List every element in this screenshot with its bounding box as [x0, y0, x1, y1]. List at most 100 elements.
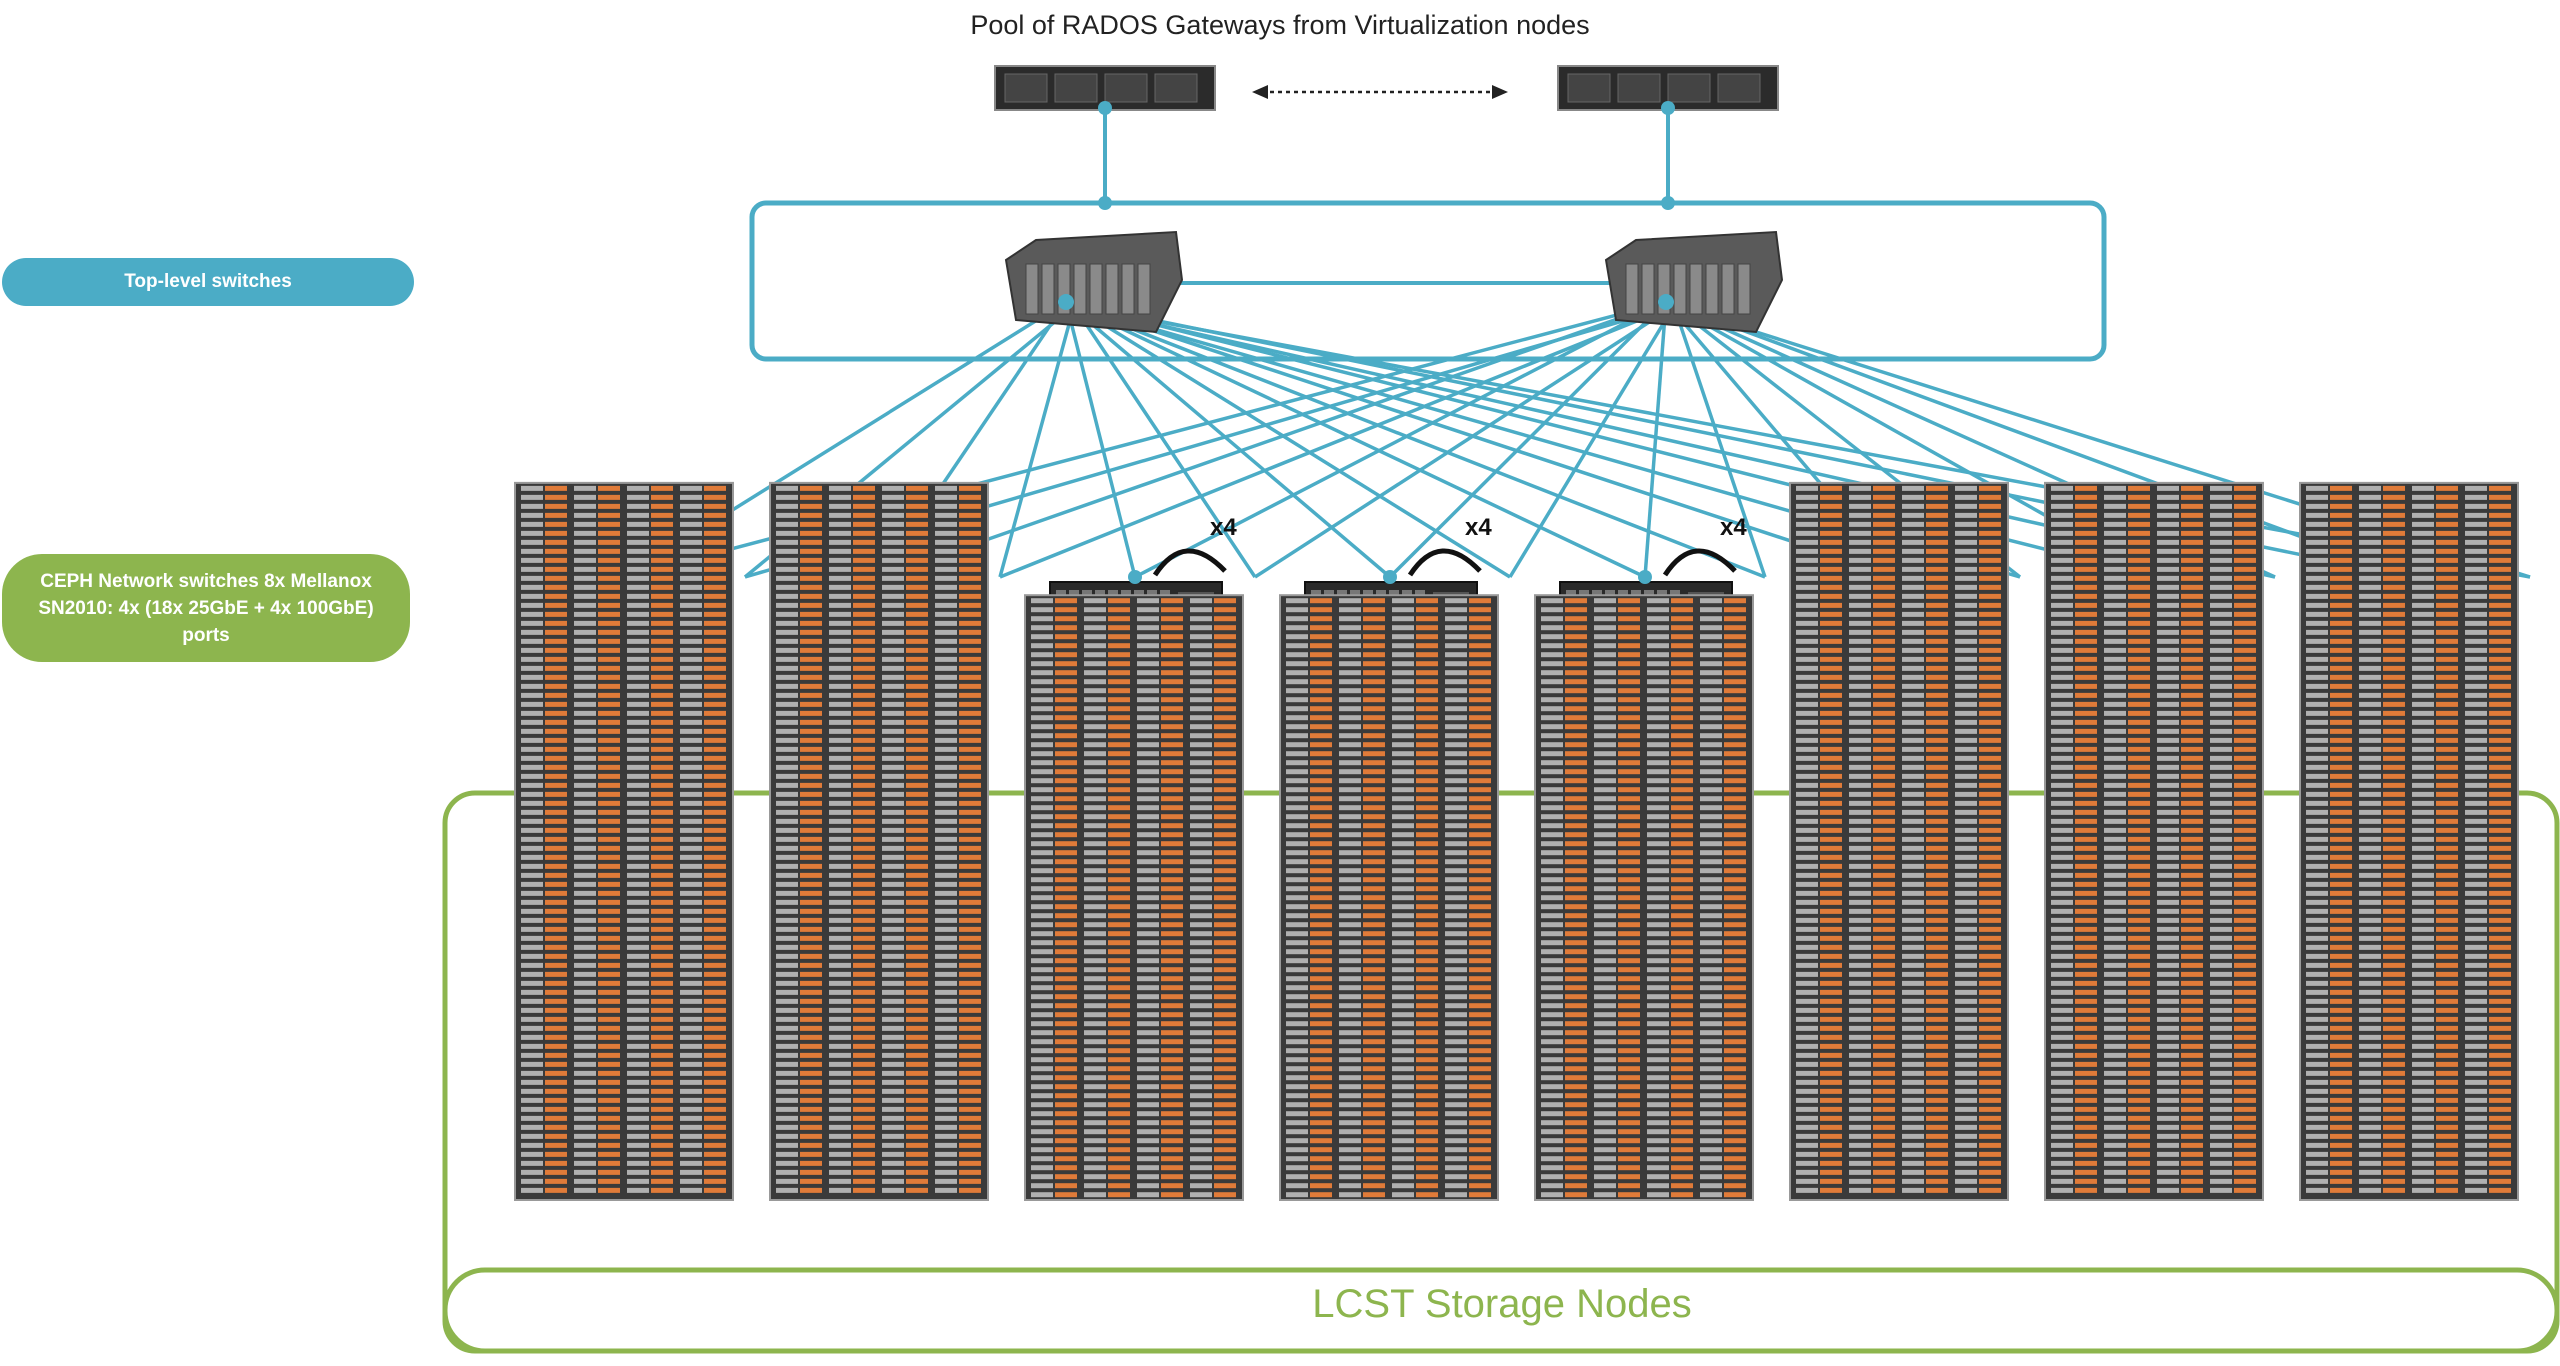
drive-bay	[1565, 1102, 1587, 1107]
drive-bay	[2104, 954, 2126, 959]
drive-bay	[1541, 598, 1563, 603]
drive-bay	[598, 1008, 620, 1013]
drive-bay	[853, 1098, 875, 1103]
drive-bay	[1339, 1120, 1361, 1125]
drive-bay	[1469, 805, 1491, 810]
drive-bay	[2234, 675, 2256, 680]
drive-bay	[1618, 922, 1640, 927]
drive-bay	[1926, 594, 1948, 599]
drive-bay	[1445, 1129, 1467, 1134]
drive-bay	[1108, 715, 1130, 720]
drive-bay	[651, 891, 673, 896]
drive-bay	[2234, 927, 2256, 932]
drive-bay	[935, 657, 957, 662]
drive-bay	[2157, 747, 2179, 752]
drive-bay	[1873, 747, 1895, 752]
drive-bay	[2210, 495, 2232, 500]
drive-bay	[1310, 1057, 1332, 1062]
drive-bay	[1055, 1156, 1077, 1161]
drive-bay	[1926, 774, 1948, 779]
drive-bay	[1031, 1156, 1053, 1161]
drive-bay	[1671, 1084, 1693, 1089]
drive-bay	[906, 774, 928, 779]
drive-bay	[651, 783, 673, 788]
drive-bay	[1618, 1156, 1640, 1161]
drive-bay	[906, 693, 928, 698]
drive-bay	[2104, 927, 2126, 932]
drive-bay	[776, 918, 798, 923]
drive-bay	[1671, 859, 1693, 864]
drive-bay	[906, 891, 928, 896]
drive-bay	[853, 1026, 875, 1031]
drive-bay	[1055, 832, 1077, 837]
drive-bay	[704, 639, 726, 644]
drive-bay	[2075, 756, 2097, 761]
drive-bay	[829, 648, 851, 653]
drive-bay	[1796, 1008, 1818, 1013]
drive-bay	[545, 765, 567, 770]
drive-bay	[1339, 706, 1361, 711]
drive-bay	[829, 612, 851, 617]
drive-bay	[2075, 1179, 2097, 1184]
drive-bay	[2234, 1053, 2256, 1058]
drive-bay	[800, 738, 822, 743]
drive-bay	[800, 747, 822, 752]
drive-bay	[1339, 859, 1361, 864]
drive-bay	[1286, 904, 1308, 909]
drive-bay	[1849, 1170, 1871, 1175]
drive-bay	[2075, 675, 2097, 680]
drive-bay	[1190, 796, 1212, 801]
drive-bay	[1339, 1138, 1361, 1143]
drive-bay	[1108, 697, 1130, 702]
drive-bay	[2210, 801, 2232, 806]
drive-bay	[627, 1008, 649, 1013]
drive-bay	[704, 945, 726, 950]
drive-bay	[2075, 1035, 2097, 1040]
drive-bay	[651, 1071, 673, 1076]
drive-bay	[1647, 868, 1669, 873]
drive-bay	[882, 1026, 904, 1031]
drive-bay	[2210, 945, 2232, 950]
drive-bay	[1108, 1066, 1130, 1071]
drive-bay	[1469, 913, 1491, 918]
drive-bay	[1339, 1003, 1361, 1008]
drive-bay	[1286, 616, 1308, 621]
drive-bay	[1700, 688, 1722, 693]
drive-bay	[1055, 1030, 1077, 1035]
drive-bay	[1055, 778, 1077, 783]
drive-bay	[935, 792, 957, 797]
drive-bay	[2412, 837, 2434, 842]
drive-bay	[574, 891, 596, 896]
drive-bay	[598, 513, 620, 518]
drive-bay	[1955, 945, 1977, 950]
drive-bay	[2412, 1044, 2434, 1049]
drive-bay	[574, 594, 596, 599]
drive-bay	[2157, 1026, 2179, 1031]
drive-bay	[1955, 1089, 1977, 1094]
drive-bay	[2075, 540, 2097, 545]
drive-bay	[2075, 1188, 2097, 1193]
drive-bay	[800, 828, 822, 833]
drive-bay	[574, 936, 596, 941]
drive-bay	[680, 747, 702, 752]
drive-bay	[2436, 1017, 2458, 1022]
drive-bay	[1926, 720, 1948, 725]
drive-bay	[1618, 697, 1640, 702]
drive-bay	[521, 927, 543, 932]
drive-bay	[935, 1125, 957, 1130]
drive-bay	[2489, 621, 2511, 626]
drive-bay	[627, 954, 649, 959]
drive-bay	[2234, 1152, 2256, 1157]
drive-bay	[829, 819, 851, 824]
drive-bay	[680, 765, 702, 770]
drive-bay	[853, 720, 875, 725]
drive-bay	[2234, 729, 2256, 734]
drive-bay	[2075, 1080, 2097, 1085]
drive-bay	[1541, 688, 1563, 693]
drive-bay	[704, 1116, 726, 1121]
drive-bay	[2234, 1161, 2256, 1166]
drive-bay	[651, 1170, 673, 1175]
drive-bay	[627, 1062, 649, 1067]
drive-bay	[1031, 751, 1053, 756]
drive-bay	[1108, 931, 1130, 936]
